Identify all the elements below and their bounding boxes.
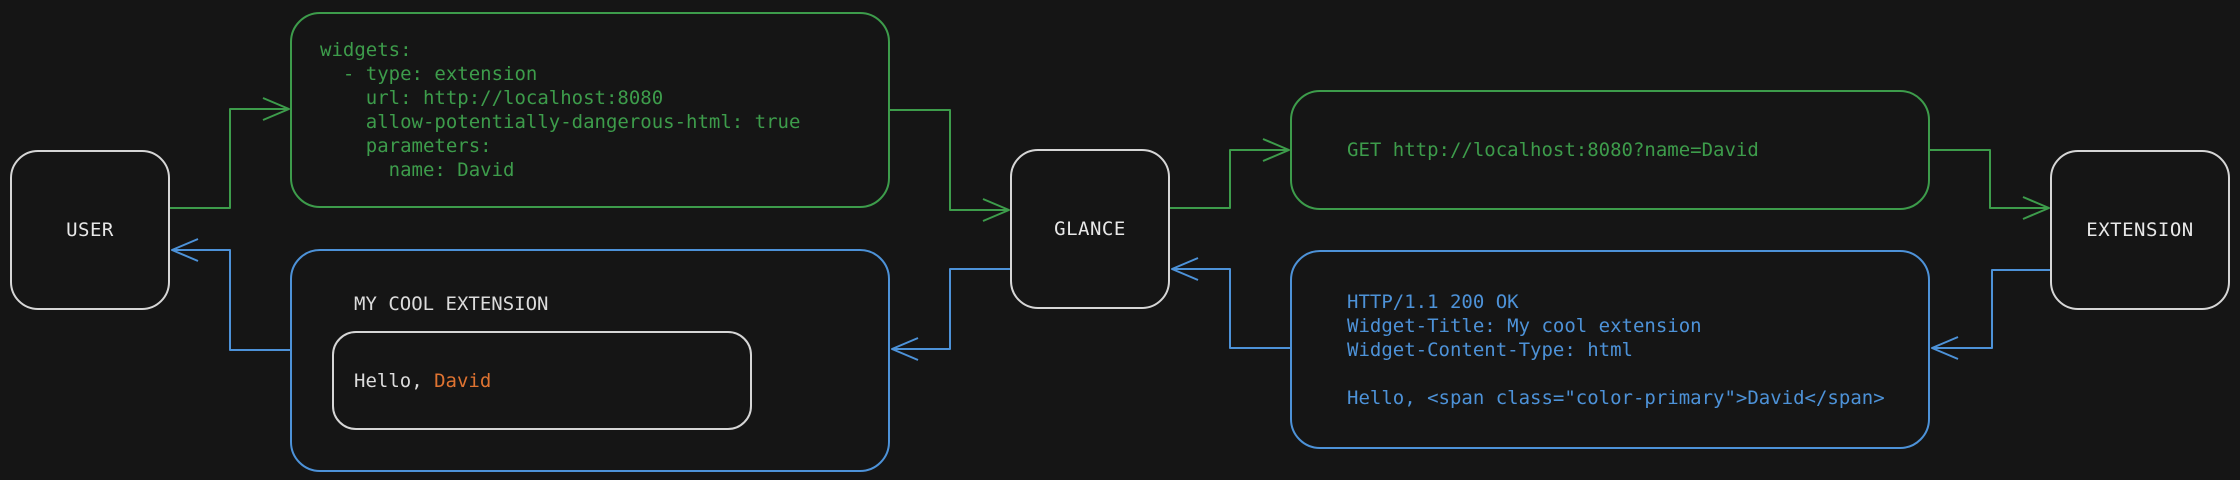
config-line: widgets:: [320, 39, 412, 61]
response-line: Widget-Title: My cool extension: [1347, 314, 1702, 337]
http-request-box: GET http://localhost:8080?name=David: [1290, 90, 1930, 210]
glance-node: GLANCE: [1010, 149, 1170, 309]
config-line: parameters:: [320, 135, 492, 157]
arrowhead-request-to-extension: [2022, 196, 2050, 220]
rendered-widget-box: MY COOL EXTENSION Hello, David: [290, 249, 890, 472]
arrowhead-extension-to-response: [1931, 336, 1959, 360]
arrowhead-response-to-glance: [1171, 257, 1199, 281]
arrowhead-user-to-config: [262, 97, 290, 121]
request-line: GET http://localhost:8080?name=David: [1347, 139, 1759, 161]
arrow-request-to-extension: [1930, 149, 2048, 209]
user-node-label: USER: [66, 219, 114, 241]
greeting-name: David: [434, 369, 492, 392]
arrowhead-config-to-glance: [982, 198, 1010, 222]
response-line: Hello, <span class="color-primary">David…: [1347, 386, 1885, 409]
extension-node-label: EXTENSION: [2086, 219, 2194, 241]
arrowhead-widget-to-user: [171, 238, 199, 262]
config-line: - type: extension: [320, 63, 538, 85]
arrow-glance-to-request: [1170, 149, 1288, 209]
config-line: allow-potentially-dangerous-html: true: [320, 111, 801, 133]
response-line: [1347, 362, 1928, 386]
arrow-user-to-config: [170, 108, 288, 209]
http-response-box: HTTP/1.1 200 OK Widget-Title: My cool ex…: [1290, 250, 1930, 449]
yaml-config-box: widgets: - type: extension url: http://l…: [290, 12, 890, 208]
user-node: USER: [10, 150, 170, 310]
glance-node-label: GLANCE: [1054, 218, 1126, 240]
response-line: Widget-Content-Type: html: [1347, 338, 1633, 361]
arrow-config-to-glance: [890, 109, 1008, 211]
arrow-widget-to-user: [173, 249, 290, 351]
config-line: name: David: [320, 159, 515, 181]
response-line: HTTP/1.1 200 OK: [1347, 290, 1519, 313]
widget-greeting-box: Hello, David: [332, 331, 752, 430]
arrow-glance-to-widget: [893, 268, 1010, 350]
config-line: url: http://localhost:8080: [320, 87, 664, 109]
arrow-extension-to-response: [1933, 269, 2050, 349]
widget-title: MY COOL EXTENSION: [354, 293, 549, 315]
greeting-prefix: Hello,: [354, 369, 435, 392]
arrowhead-glance-to-widget: [891, 337, 919, 361]
arrow-response-to-glance: [1173, 268, 1290, 349]
arrowhead-glance-to-request: [1262, 138, 1290, 162]
extension-node: EXTENSION: [2050, 150, 2230, 310]
